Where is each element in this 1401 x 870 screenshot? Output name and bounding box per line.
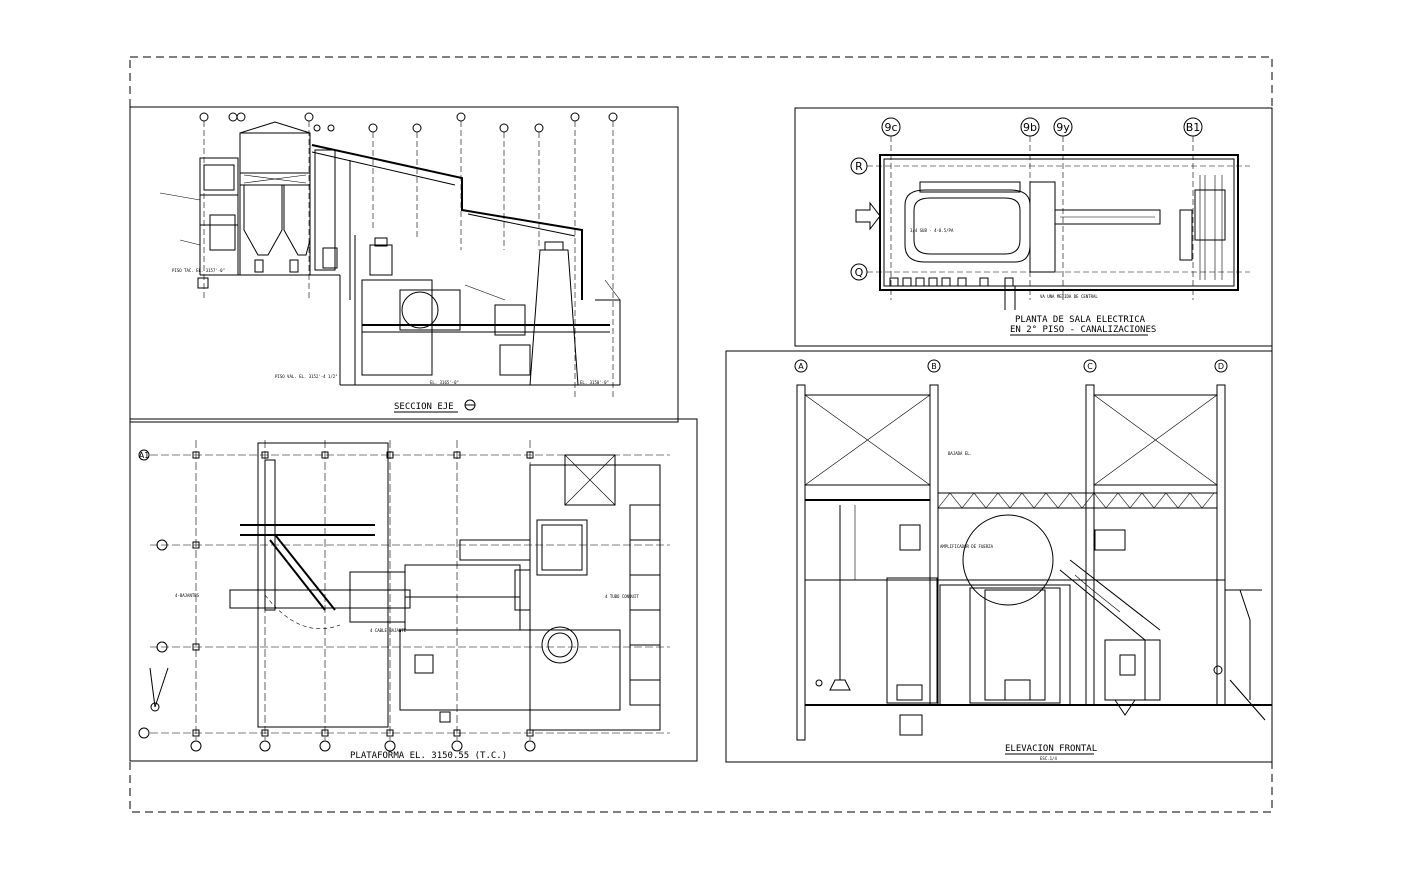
elevation-title: ELEVACION FRONTAL [1005,744,1097,754]
platform-note-2: 4 CABLE BAJANTE [370,628,407,633]
section-conveyor [311,144,583,385]
elevation-grid: A B C D [794,359,1228,373]
electrical-room [879,154,1239,291]
electrical-grid: 9c 9b 9y B1 R Q [850,117,1250,300]
svg-text:A1: A1 [139,451,150,460]
section-view: PISO TAC. EL. 3157'-0" PISO VAL. EL. 315… [129,106,679,423]
section-silos [239,121,338,275]
section-labels: PISO TAC. EL. 3157'-0" PISO VAL. EL. 315… [159,192,621,385]
platform-plan-view: A1 [129,418,698,762]
note-3: EL. 3165'-0" [430,380,459,385]
section-border [129,106,679,423]
platform-title: PLATAFORMA EL. 3150.55 (T.C.) [350,751,507,761]
platform-equipment [229,442,661,731]
svg-text:C: C [1087,362,1093,371]
entry-arrow-icon [855,201,881,231]
note-1: PISO TAC. EL. 3157'-0" [172,268,225,273]
electrical-note-1: 3/4 SUB - 4-8.5/PA [910,228,954,233]
elevation-equipment [805,505,1272,736]
svg-text:Q: Q [855,266,864,279]
svg-text:D: D [1218,362,1224,371]
svg-text:9y: 9y [1056,121,1070,134]
section-left-building [197,157,239,289]
sheet-frame [129,56,1273,813]
section-title: SECCION EJE [394,402,454,412]
svg-text:B1: B1 [1186,121,1201,134]
note-2: PISO VAL. EL. 3152'-4 1/2" [275,374,338,379]
section-grid [199,112,618,400]
svg-text:A: A [798,362,804,371]
electrical-subtitle: EN 2° PISO - CANALIZACIONES [1010,325,1156,335]
electrical-title: PLANTA DE SALA ELECTRICA [1015,315,1146,325]
cable-trays [904,175,1226,280]
note-4: EL. 3150'-0" [580,380,609,385]
elevation-border [725,350,1273,763]
svg-text:9c: 9c [884,121,897,134]
svg-text:R: R [855,160,863,173]
electrical-note-2: VA UNA MEDIDA DE CENTRAL [1040,294,1098,299]
platform-grid: A1 [138,440,670,752]
platform-note-1: 4-BAJANTES [175,593,200,598]
elevation-columns [796,384,1226,741]
elevation-note-2: AMPLIFICADOR DE FUERZA [940,544,994,549]
elevation-scale: ESC.1/4 [1040,756,1057,761]
elevation-bracing [804,394,1218,509]
section-mill [200,237,621,386]
platform-columns [192,451,534,737]
front-elevation-view: A B C D [725,350,1273,763]
north-arrow-icon [149,667,169,712]
electrical-border [794,107,1273,347]
elevation-note-1: BAJADA EL. [948,451,972,456]
svg-text:B: B [931,362,937,371]
platform-note-3: 4 TUBO CONDUIT [605,594,639,599]
svg-text:9b: 9b [1023,121,1037,134]
electrical-plan-view: 9c 9b 9y B1 R Q [794,107,1273,347]
conduits [889,277,1016,310]
